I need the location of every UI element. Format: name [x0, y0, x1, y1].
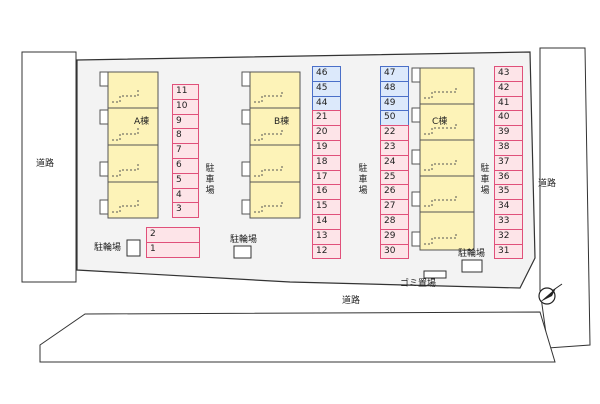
- parking-slot-10: 10: [172, 98, 199, 115]
- parking-slot-3: 3: [172, 202, 199, 219]
- parking-slot-49: 49: [380, 95, 409, 112]
- parking-slot-42: 42: [494, 80, 523, 97]
- parking-slot-46: 46: [312, 66, 341, 82]
- parking-slot-24: 24: [380, 154, 409, 171]
- parking-slot-18: 18: [312, 154, 341, 171]
- building-a-label: A棟: [134, 117, 150, 127]
- parking-slot-8: 8: [172, 128, 199, 145]
- parking-slot-36: 36: [494, 169, 523, 186]
- road-left-label: 道路: [36, 159, 55, 169]
- building-a: [99, 71, 159, 219]
- parking-slot-41: 41: [494, 95, 523, 112]
- north-arrow-icon: [538, 283, 563, 305]
- building-b-label: B棟: [274, 117, 290, 127]
- parking-slot-31: 31: [494, 243, 523, 260]
- parking-slot-23: 23: [380, 140, 409, 156]
- parking-slot-26: 26: [380, 184, 409, 201]
- parking-slot-50: 50: [380, 110, 409, 127]
- bike-label-a: 駐輪場: [94, 243, 122, 253]
- parking-label-a: 駐車場: [205, 164, 215, 196]
- bike-shed-c: [461, 259, 483, 273]
- bike-label-b: 駐輪場: [230, 235, 258, 245]
- parking-slot-9: 9: [172, 113, 199, 130]
- parking-slot-44: 44: [312, 95, 341, 112]
- parking-slot-43: 43: [494, 66, 523, 82]
- parking-label-b: 駐車場: [358, 164, 368, 196]
- road-bottom-label: 道路: [342, 296, 361, 306]
- parking-slot-11: 11: [172, 84, 199, 100]
- parking-slot-47: 47: [380, 66, 409, 82]
- parking-slot-29: 29: [380, 228, 409, 245]
- parking-slot-39: 39: [494, 125, 523, 141]
- building-b: [241, 71, 301, 219]
- parking-slot-4: 4: [172, 187, 199, 204]
- parking-slot-15: 15: [312, 199, 341, 215]
- bike-shed-a: [126, 239, 141, 257]
- parking-slot-13: 13: [312, 228, 341, 245]
- road-right-label: 道路: [538, 179, 557, 189]
- bike-label-c: 駐輪場: [458, 249, 486, 259]
- building-c: [411, 67, 475, 251]
- parking-slot-25: 25: [380, 169, 409, 186]
- parking-slot-35: 35: [494, 184, 523, 201]
- garbage-box: [423, 270, 447, 279]
- parking-slot-40: 40: [494, 110, 523, 127]
- parking-slot-19: 19: [312, 140, 341, 156]
- parking-slot-34: 34: [494, 199, 523, 215]
- parking-slot-12: 12: [312, 243, 341, 260]
- road-right-outline: [539, 47, 591, 349]
- parking-slot-17: 17: [312, 169, 341, 186]
- parking-slot-45: 45: [312, 80, 341, 97]
- parking-slot-38: 38: [494, 140, 523, 156]
- parking-slot-32: 32: [494, 228, 523, 245]
- garbage-label: ゴミ置場: [400, 279, 437, 289]
- parking-label-c: 駐車場: [480, 164, 490, 196]
- building-c-label: C棟: [432, 117, 448, 127]
- road-bottom-outline: [39, 311, 556, 363]
- parking-slot-22: 22: [380, 125, 409, 141]
- parking-slot-16: 16: [312, 184, 341, 201]
- parking-slot-20: 20: [312, 125, 341, 141]
- parking-slot-48: 48: [380, 80, 409, 97]
- parking-slot-27: 27: [380, 199, 409, 215]
- parking-slot-30: 30: [380, 243, 409, 260]
- parking-slot-33: 33: [494, 214, 523, 230]
- parking-slot-37: 37: [494, 154, 523, 171]
- bike-shed-b: [233, 245, 252, 259]
- parking-slot-2: 2: [146, 227, 200, 243]
- parking-slot-21: 21: [312, 110, 341, 127]
- parking-slot-6: 6: [172, 158, 199, 174]
- parking-slot-1: 1: [146, 241, 200, 258]
- road-left-outline: [21, 51, 77, 283]
- parking-slot-28: 28: [380, 214, 409, 230]
- parking-slot-7: 7: [172, 143, 199, 159]
- parking-slot-14: 14: [312, 214, 341, 230]
- parking-slot-5: 5: [172, 172, 199, 189]
